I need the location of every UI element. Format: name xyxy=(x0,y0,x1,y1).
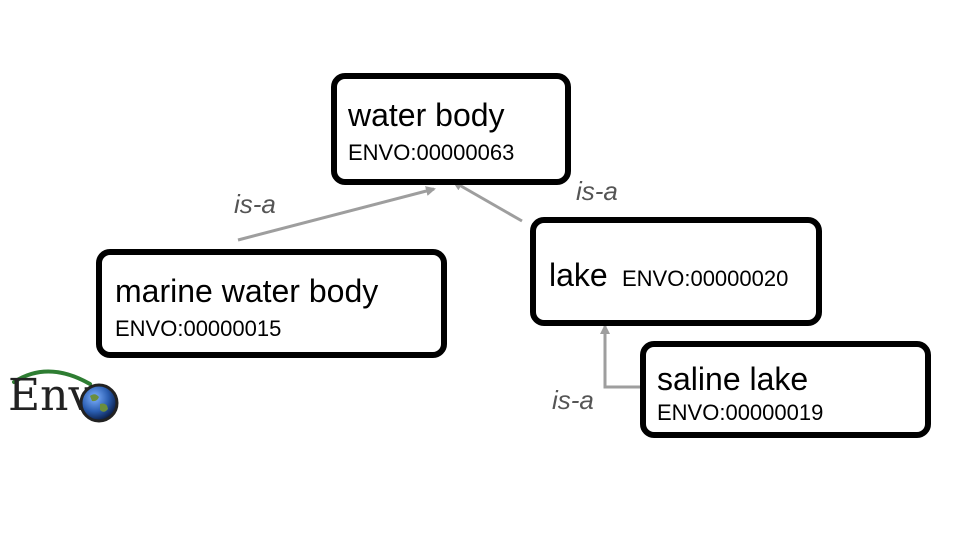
node-id: ENVO:00000020 xyxy=(622,266,789,291)
edge-lake-to-water-body xyxy=(452,180,523,223)
envo-logo: Env xyxy=(8,364,120,430)
node-label: marine water body xyxy=(115,273,379,309)
node-id: ENVO:00000019 xyxy=(657,400,824,425)
logo-text: Env xyxy=(8,370,94,421)
node-id: ENVO:00000015 xyxy=(115,316,282,341)
node-label: saline lake xyxy=(657,361,809,397)
node-lake: lake ENVO:00000020 xyxy=(530,217,822,326)
globe-icon xyxy=(79,383,119,423)
edge-saline-lake-to-lake xyxy=(600,324,642,389)
node-marine-water-body: marine water body ENVO:00000015 xyxy=(96,249,447,358)
node-id: ENVO:00000063 xyxy=(348,140,515,165)
logo-arc-icon xyxy=(12,369,92,386)
node-saline-lake: saline lake ENVO:00000019 xyxy=(640,341,931,438)
relation-label-saline-lake: is-a xyxy=(552,385,594,415)
relation-label-marine-water-body: is-a xyxy=(234,189,276,219)
node-label: water body xyxy=(348,97,505,133)
edge-marine-water-body-to-water-body xyxy=(237,186,436,242)
node-water-body: water body ENVO:00000063 xyxy=(331,73,571,185)
relation-label-lake: is-a xyxy=(576,176,618,206)
node-label: lake xyxy=(549,257,608,293)
